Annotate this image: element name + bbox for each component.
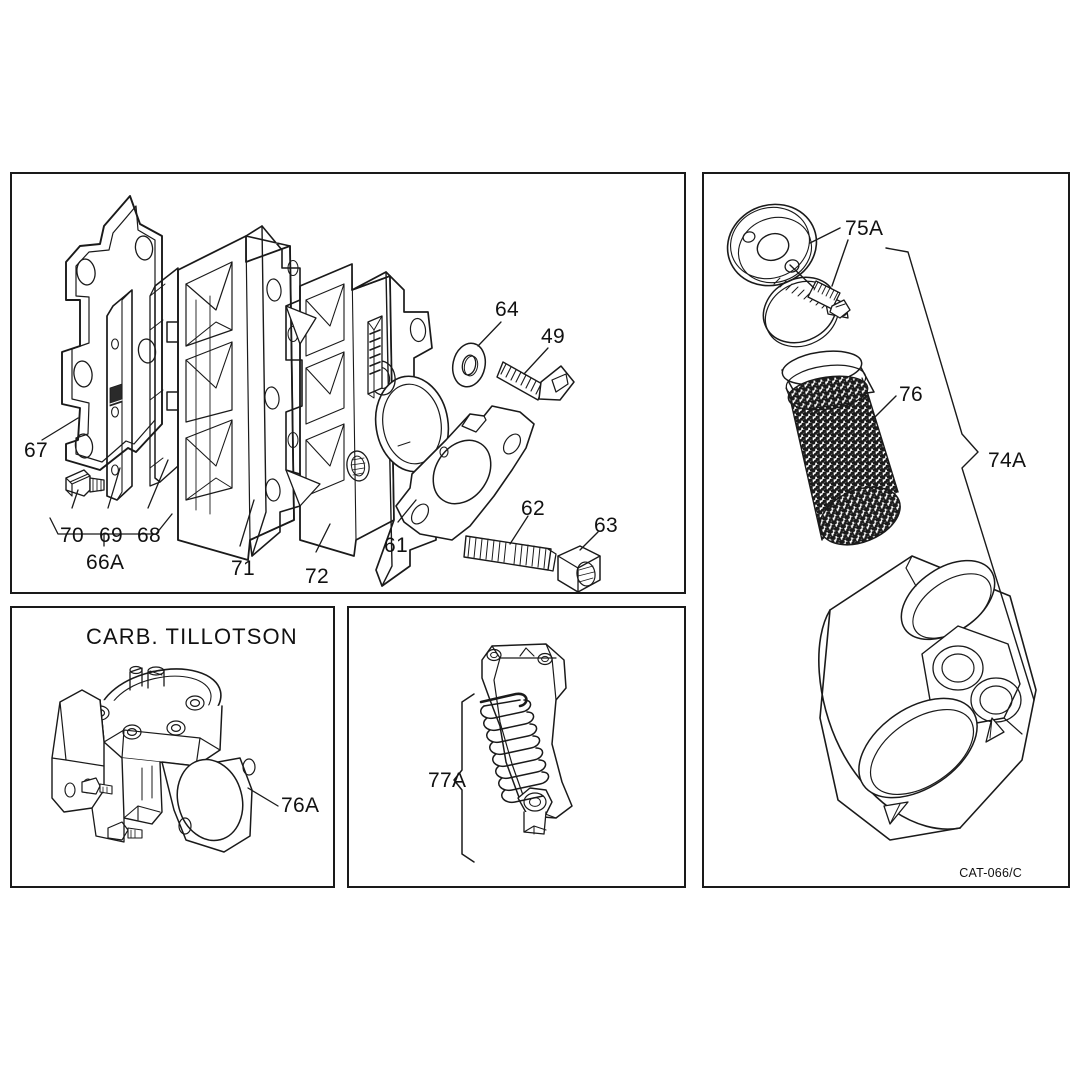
callout-62: 62: [521, 497, 545, 520]
callout-72: 72: [305, 565, 329, 588]
part-76-filter-element: [781, 350, 901, 546]
part-61-carb-gasket: [395, 405, 535, 541]
callout-75a: 75A: [845, 217, 884, 240]
callout-66a: 66A: [86, 551, 125, 574]
callout-64: 64: [495, 298, 519, 321]
leader-76a: [247, 787, 279, 807]
part-69-reed-stop-plate: [106, 289, 133, 501]
callout-69: 69: [99, 524, 123, 547]
callout-74a: 74A: [988, 449, 1027, 472]
part-68-reed-petals: [149, 267, 179, 487]
part-76a-carburetor: [51, 665, 256, 853]
part-67-gasket: [61, 195, 163, 471]
callout-76: 76: [899, 383, 923, 406]
filter-panel-leader-lines: [789, 227, 1035, 701]
clamp-screw-75a: [807, 280, 851, 319]
callout-76a: 76A: [281, 794, 320, 817]
callout-71: 71: [231, 557, 255, 580]
part-77a-bracket: [481, 643, 573, 835]
callout-77a: 77A: [428, 769, 467, 792]
catalog-code: CAT-066/C: [959, 866, 1022, 880]
part-63-nut: [557, 545, 601, 593]
callout-70: 70: [60, 524, 84, 547]
carb-panel-title: CARB. TILLOTSON: [86, 624, 298, 649]
part-72-reed-block: [285, 263, 395, 557]
part-49-bolt: [496, 361, 575, 401]
part-70-screw: [65, 469, 105, 497]
intake-silencer-body: [818, 555, 1037, 841]
main-panel-leader-lines: [41, 321, 599, 553]
callout-68: 68: [137, 524, 161, 547]
part-62-stud: [463, 535, 557, 572]
part-77a-spring: [479, 692, 550, 804]
callout-61: 61: [384, 534, 408, 557]
callout-49: 49: [541, 325, 565, 348]
callout-63: 63: [594, 514, 618, 537]
filter-end-cap: [726, 203, 818, 287]
part-64-washer: [451, 342, 487, 388]
callout-67: 67: [24, 439, 48, 462]
leader-77a: [453, 693, 475, 863]
